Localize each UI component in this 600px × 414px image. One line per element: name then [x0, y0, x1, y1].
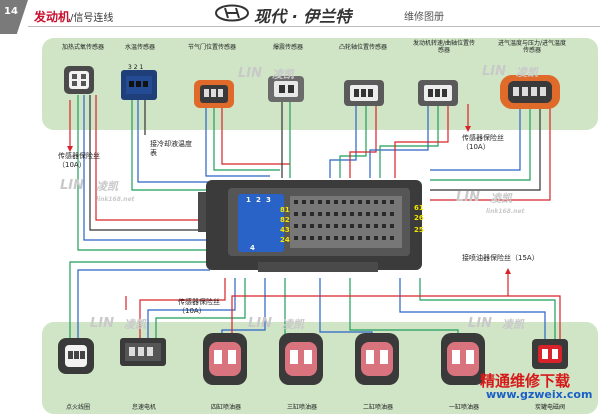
ignition-coil-connector-icon: [58, 338, 94, 374]
injector-4-connector-icon: [203, 333, 247, 385]
ecu-pin-81: 81: [280, 206, 290, 214]
ecu-pin-4: 4: [250, 244, 255, 252]
manual-name: 维修图册: [404, 12, 444, 23]
ecu-pin-24: 24: [280, 236, 290, 244]
note-injector-fuse: 接喷油器保险丝（15A）: [462, 254, 539, 262]
watermark-site-1: link168.net: [96, 196, 135, 203]
ecu-pin-61: 61: [414, 204, 424, 212]
watermark-lin-3: LIN: [90, 316, 115, 331]
label-crank-sensor: 发动机转速/曲轴位置传感器: [412, 40, 476, 54]
ecu-pin-43: 43: [280, 226, 290, 234]
section-title: 发动机/信号连线: [34, 8, 113, 25]
label-purge-valve: 炭罐电磁阀: [534, 404, 565, 411]
crank-sensor-connector-icon: [418, 80, 458, 106]
label-injector-4: 四缸喷油器: [210, 404, 241, 411]
ecu-connector-icon: [198, 180, 422, 272]
coolant-sensor-connector-icon: [121, 70, 157, 100]
label-idle-motor: 怠速电机: [131, 404, 156, 411]
cam-sensor-connector-icon: [344, 80, 384, 106]
watermark-kai-2: 凌凯: [490, 192, 512, 205]
injector-1-connector-icon: [441, 333, 485, 385]
label-cam-sensor: 凸轮轴位置传感器: [338, 44, 387, 51]
label-knock-sensor: 爆震传感器: [272, 44, 303, 51]
watermark-kai-7: 凌凯: [516, 66, 538, 79]
watermark-lin-1: LIN: [60, 178, 85, 193]
label-ignition-coil: 点火线圈: [65, 404, 90, 411]
section-name: 发动机: [34, 10, 71, 24]
watermark-url: www.gzweix.com: [486, 388, 593, 401]
label-coolant-sensor: 水温传感器: [124, 44, 155, 51]
watermark-lin-5: LIN: [468, 316, 493, 331]
watermark-kai-5: 凌凯: [502, 318, 524, 331]
knock-sensor-connector-icon: [268, 76, 304, 102]
brand-name: 现代 · 伊兰特: [254, 7, 352, 26]
watermark-lin-6: LIN: [238, 66, 263, 81]
watermark-lin-2: LIN: [456, 190, 481, 205]
watermark-lin-4: LIN: [248, 316, 273, 331]
ecu-pin-3: 3: [266, 196, 271, 204]
watermark-lin-7: LIN: [482, 64, 507, 79]
ecu-pin-82: 82: [280, 216, 290, 224]
map-sensor-connector-icon: [500, 75, 560, 109]
header-divider: [28, 26, 600, 27]
pin-3: 3: [128, 64, 132, 71]
watermark-site-2: link168.net: [486, 208, 525, 215]
label-o2-sensor: 加热式氧传感器: [61, 44, 104, 51]
subsection-name: /信号连线: [70, 13, 114, 24]
label-injector-1: 一缸喷油器: [448, 404, 479, 411]
label-tps-sensor: 节气门位置传感器: [187, 44, 236, 51]
hyundai-logo-icon: [215, 4, 249, 22]
watermark-kai-1: 凌凯: [96, 180, 118, 193]
ecu-pin-2: 2: [256, 196, 261, 204]
tps-connector-icon: [194, 80, 234, 108]
note-fuse-bottom: 传感器保险丝（10A）: [178, 298, 220, 315]
watermark-red-text: 精通维修下载: [480, 372, 571, 390]
note-fuse-right: 传感器保险丝（10A）: [462, 134, 504, 151]
page-number: 14: [4, 6, 18, 17]
purge-valve-connector-icon: [532, 339, 568, 369]
ecu-pin-1: 1: [246, 196, 251, 204]
injector-2-connector-icon: [355, 333, 399, 385]
label-map-sensor: 进气温度与压力/进气温度传感器: [497, 40, 567, 54]
note-fuse-left: 传感器保险丝（10A）: [58, 152, 100, 169]
watermark-kai-3: 凌凯: [124, 318, 146, 331]
pin-2: 2: [133, 64, 138, 71]
watermark-kai-4: 凌凯: [282, 318, 304, 331]
injector-3-connector-icon: [279, 333, 323, 385]
o2-sensor-connector-icon: [64, 66, 94, 94]
pin-1: 1: [139, 64, 144, 71]
label-injector-3: 三缸喷油器: [286, 404, 317, 411]
note-coolant-gauge: 接冷却液温度表: [150, 140, 192, 157]
idle-motor-connector-icon: [120, 338, 166, 366]
ecu-pin-25: 25: [414, 226, 424, 234]
ecu-pin-26: 26: [414, 214, 424, 222]
watermark-kai-6: 凌凯: [272, 68, 294, 81]
label-injector-2: 二缸喷油器: [362, 404, 393, 411]
